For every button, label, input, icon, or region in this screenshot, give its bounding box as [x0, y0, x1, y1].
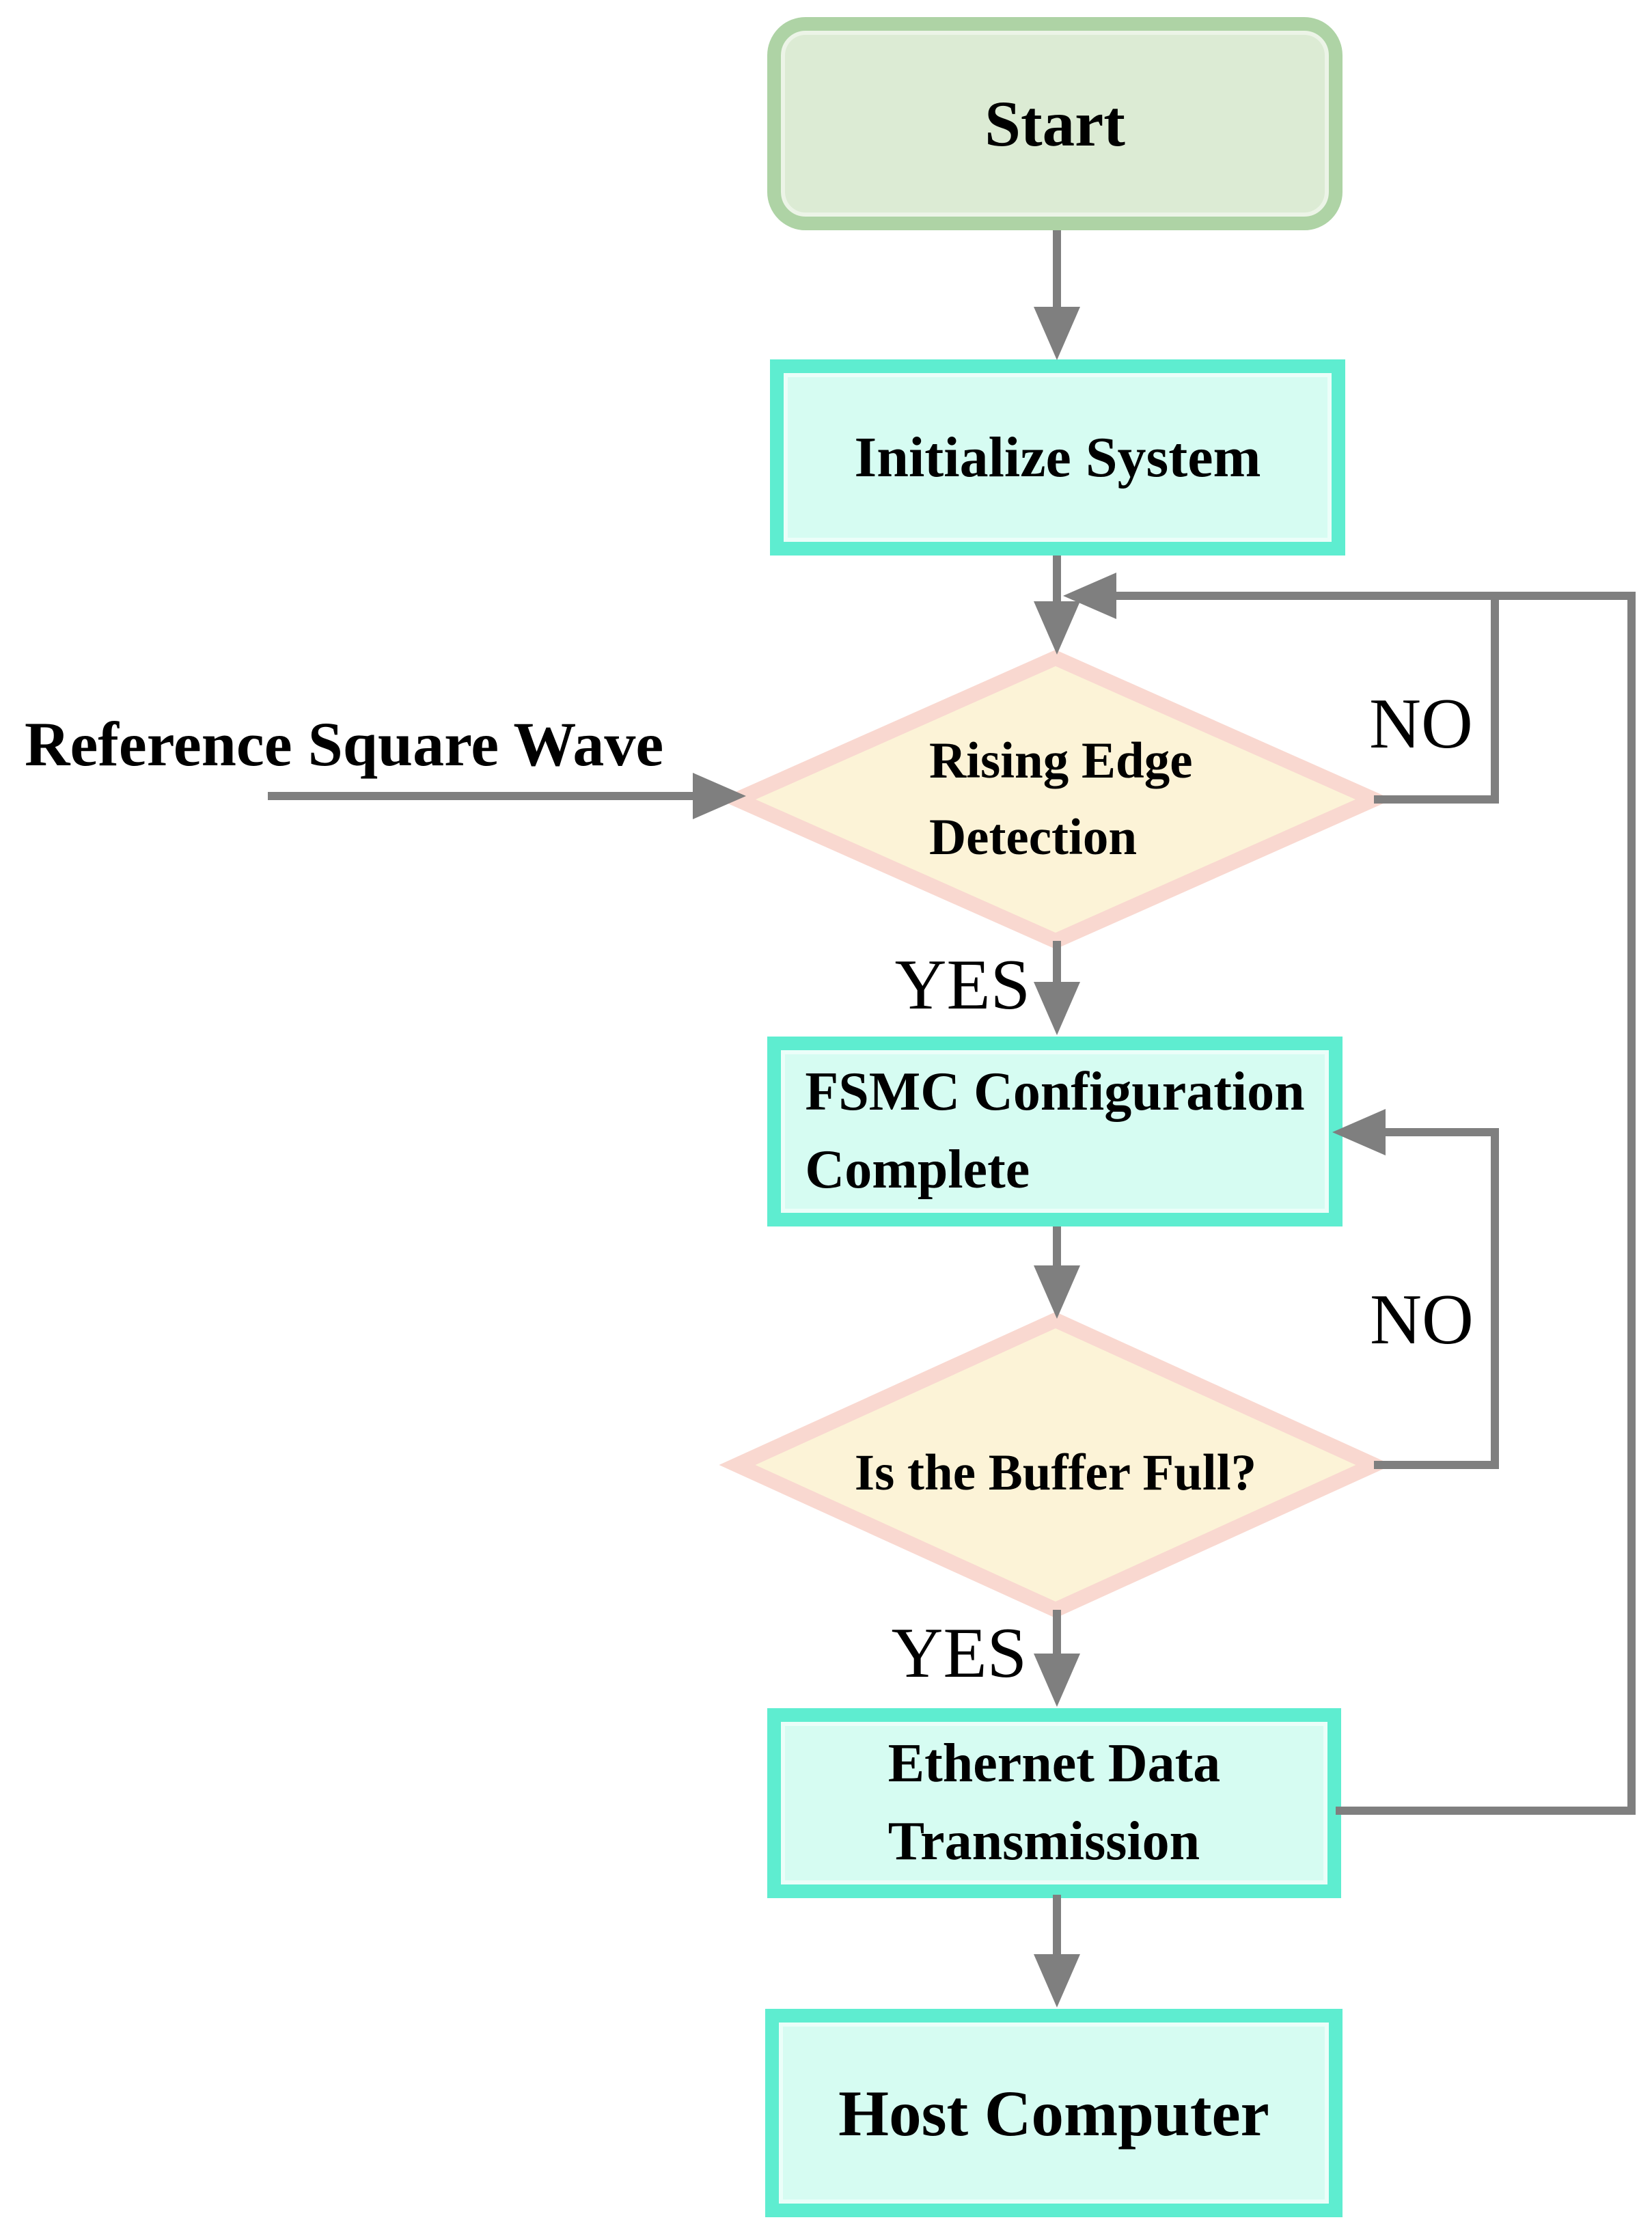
label-no-rising: NO	[1369, 683, 1473, 763]
label-no-buffer: NO	[1370, 1279, 1474, 1359]
arrowhead-feedback-junction	[1063, 573, 1116, 619]
arrowhead-into-buffer	[1034, 1265, 1080, 1319]
node-fsmc-configuration: FSMC Configuration Complete	[767, 1037, 1343, 1226]
label-yes-rising: YES	[894, 944, 1030, 1024]
arrowhead-reference-into-rising	[693, 773, 746, 819]
node-ethernet-label: Ethernet Data Transmission	[888, 1725, 1221, 1880]
node-fsmc-line1: FSMC Configuration	[805, 1062, 1305, 1123]
arrowhead-into-fsmc	[1034, 982, 1080, 1035]
node-initialize-label: Initialize System	[854, 426, 1261, 489]
label-is-buffer-full: Is the Buffer Full?	[854, 1444, 1257, 1501]
node-fsmc-line2: Complete	[805, 1140, 1030, 1200]
label-yes-buffer: YES	[891, 1613, 1027, 1692]
node-ethernet-line2: Transmission	[887, 1811, 1200, 1871]
node-start-label: Start	[985, 87, 1125, 160]
node-ethernet-transmission: Ethernet Data Transmission	[767, 1708, 1341, 1898]
arrowhead-into-rising	[1034, 601, 1080, 655]
arrowhead-into-initialize	[1034, 307, 1080, 360]
node-host-computer: Host Computer	[765, 2009, 1343, 2217]
node-initialize-system: Initialize System	[770, 359, 1345, 556]
label-rising-line1: Rising Edge	[929, 732, 1193, 789]
arrowhead-into-ethernet	[1034, 1654, 1080, 1707]
label-reference-square-wave: Reference Square Wave	[25, 709, 664, 779]
node-fsmc-label: FSMC Configuration Complete	[805, 1054, 1304, 1209]
label-rising-line2: Detection	[929, 809, 1138, 866]
node-ethernet-line1: Ethernet Data	[887, 1733, 1221, 1794]
node-host-label: Host Computer	[838, 2076, 1269, 2150]
arrowhead-into-host	[1034, 1954, 1080, 2007]
label-rising-edge-detection: Rising Edge Detection	[929, 723, 1193, 876]
node-start: Start	[767, 17, 1343, 230]
